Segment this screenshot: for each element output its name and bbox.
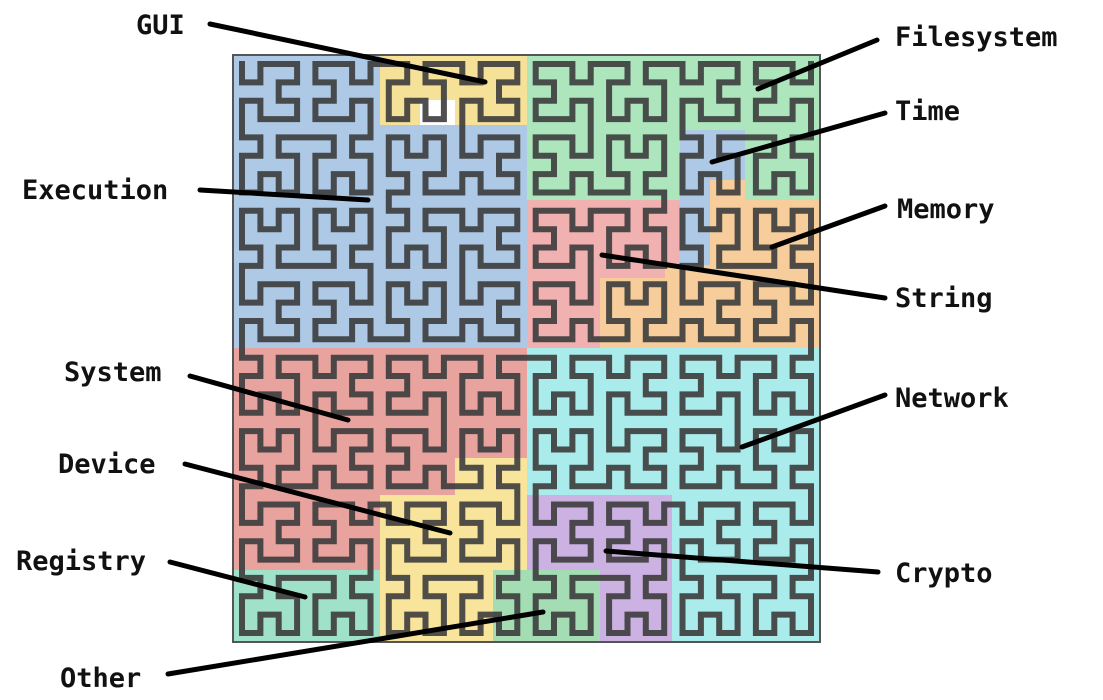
- leader-line-filesystem: [755, 37, 880, 92]
- region-network: [527, 348, 820, 642]
- leader-line-execution: [197, 187, 371, 203]
- region-memory: [600, 180, 820, 348]
- label-other: Other: [60, 663, 141, 694]
- label-execution: Execution: [22, 175, 168, 206]
- region-time: [680, 130, 745, 265]
- leader-line-network: [739, 392, 888, 450]
- region-string: [527, 200, 680, 348]
- leader-line-registry: [167, 559, 308, 600]
- leader-line-system: [187, 373, 351, 423]
- label-string: String: [895, 283, 993, 314]
- leader-line-device: [182, 461, 453, 536]
- label-network: Network: [895, 383, 1009, 414]
- label-time: Time: [895, 96, 960, 127]
- region-crypto: [527, 495, 672, 642]
- leader-line-crypto: [603, 548, 881, 575]
- leader-line-gui: [207, 21, 488, 85]
- label-registry: Registry: [16, 546, 146, 577]
- label-filesystem: Filesystem: [895, 22, 1058, 53]
- leader-line-time: [709, 110, 888, 165]
- space-filling-curve: [239, 61, 814, 636]
- category-regions: [233, 55, 820, 642]
- region-filesystem: [527, 55, 820, 200]
- region-execution: [233, 55, 527, 348]
- label-system: System: [64, 357, 162, 388]
- leader-lines: [165, 21, 888, 677]
- grid-frame: [232, 54, 821, 643]
- region-gui: [380, 55, 527, 125]
- label-crypto: Crypto: [895, 558, 993, 589]
- region-system: [233, 348, 527, 570]
- leader-line-memory: [769, 203, 888, 250]
- leader-line-string: [599, 252, 888, 301]
- category-labels: GUI Execution System Device Registry Oth…: [16, 10, 1058, 694]
- leader-line-other: [165, 609, 546, 677]
- label-gui: GUI: [136, 10, 185, 41]
- label-memory: Memory: [897, 194, 995, 225]
- label-device: Device: [58, 449, 156, 480]
